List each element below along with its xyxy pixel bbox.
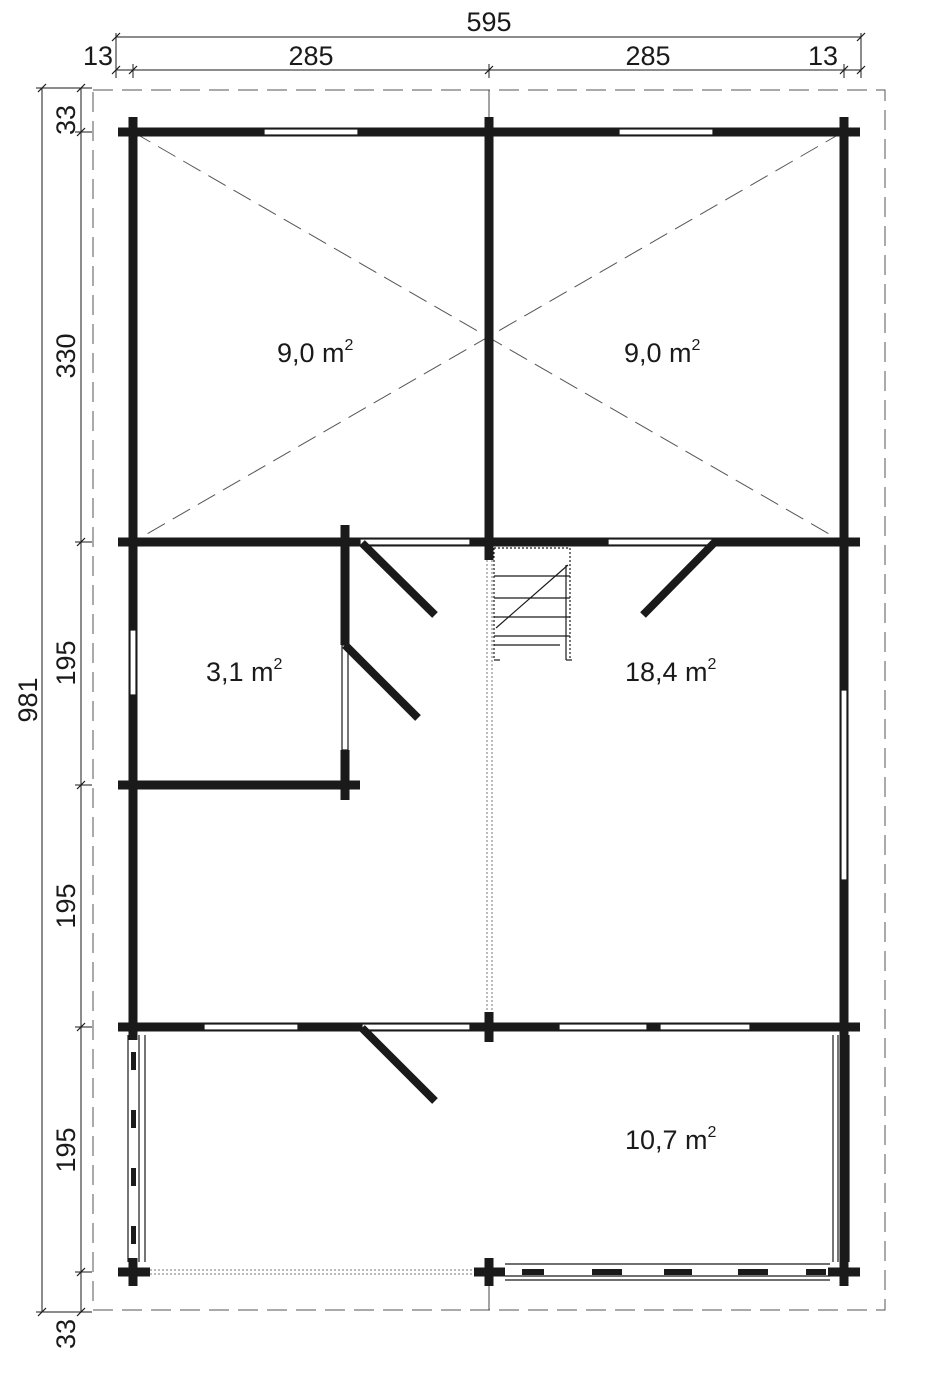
- terrace-railings: [127, 1035, 850, 1281]
- stairs: [493, 547, 572, 661]
- left-dimensions: 981 33 330 195 195 195 33: [13, 83, 92, 1349]
- dim-left-span-1: 330: [51, 333, 81, 378]
- dim-left-bottom-offset: 33: [51, 1319, 81, 1349]
- room-area-top-left: 9,0 m2: [277, 337, 354, 368]
- room-area-small-room-sup: 2: [274, 656, 283, 673]
- room-area-top-left-value: 9,0 m: [277, 338, 345, 368]
- room-area-top-left-sup: 2: [345, 337, 354, 354]
- doors: [342, 540, 717, 1104]
- room-area-main-room-value: 18,4 m: [625, 657, 708, 687]
- room-area-small-room-value: 3,1 m: [206, 657, 274, 687]
- dim-left-span-3: 195: [51, 883, 81, 928]
- walls: [118, 117, 860, 1286]
- room-area-bottom-right-sup: 2: [708, 1124, 717, 1141]
- dim-total-width: 595: [466, 7, 511, 37]
- dim-top-left-span: 285: [288, 41, 333, 71]
- dim-top-left-offset: 13: [83, 41, 113, 71]
- top-dimensions: 595 13 285 285 13: [83, 7, 866, 78]
- room-area-top-right-sup: 2: [692, 337, 701, 354]
- dim-left-span-4: 195: [51, 1127, 81, 1172]
- dim-left-top-offset: 33: [51, 105, 81, 135]
- room-area-top-right: 9,0 m2: [624, 337, 701, 368]
- dim-top-right-span: 285: [625, 41, 670, 71]
- room-area-main-room-sup: 2: [708, 656, 717, 673]
- room-area-bottom-right-value: 10,7 m: [625, 1125, 708, 1155]
- room-area-main-room: 18,4 m2: [625, 656, 717, 687]
- room-area-bottom-right: 10,7 m2: [625, 1124, 717, 1155]
- windows: [129, 128, 848, 1031]
- room-area-small-room: 3,1 m2: [206, 656, 283, 687]
- room-area-top-right-value: 9,0 m: [624, 338, 692, 368]
- dim-top-right-offset: 13: [808, 41, 838, 71]
- dim-total-height: 981: [13, 677, 43, 722]
- dim-left-span-2: 195: [51, 640, 81, 685]
